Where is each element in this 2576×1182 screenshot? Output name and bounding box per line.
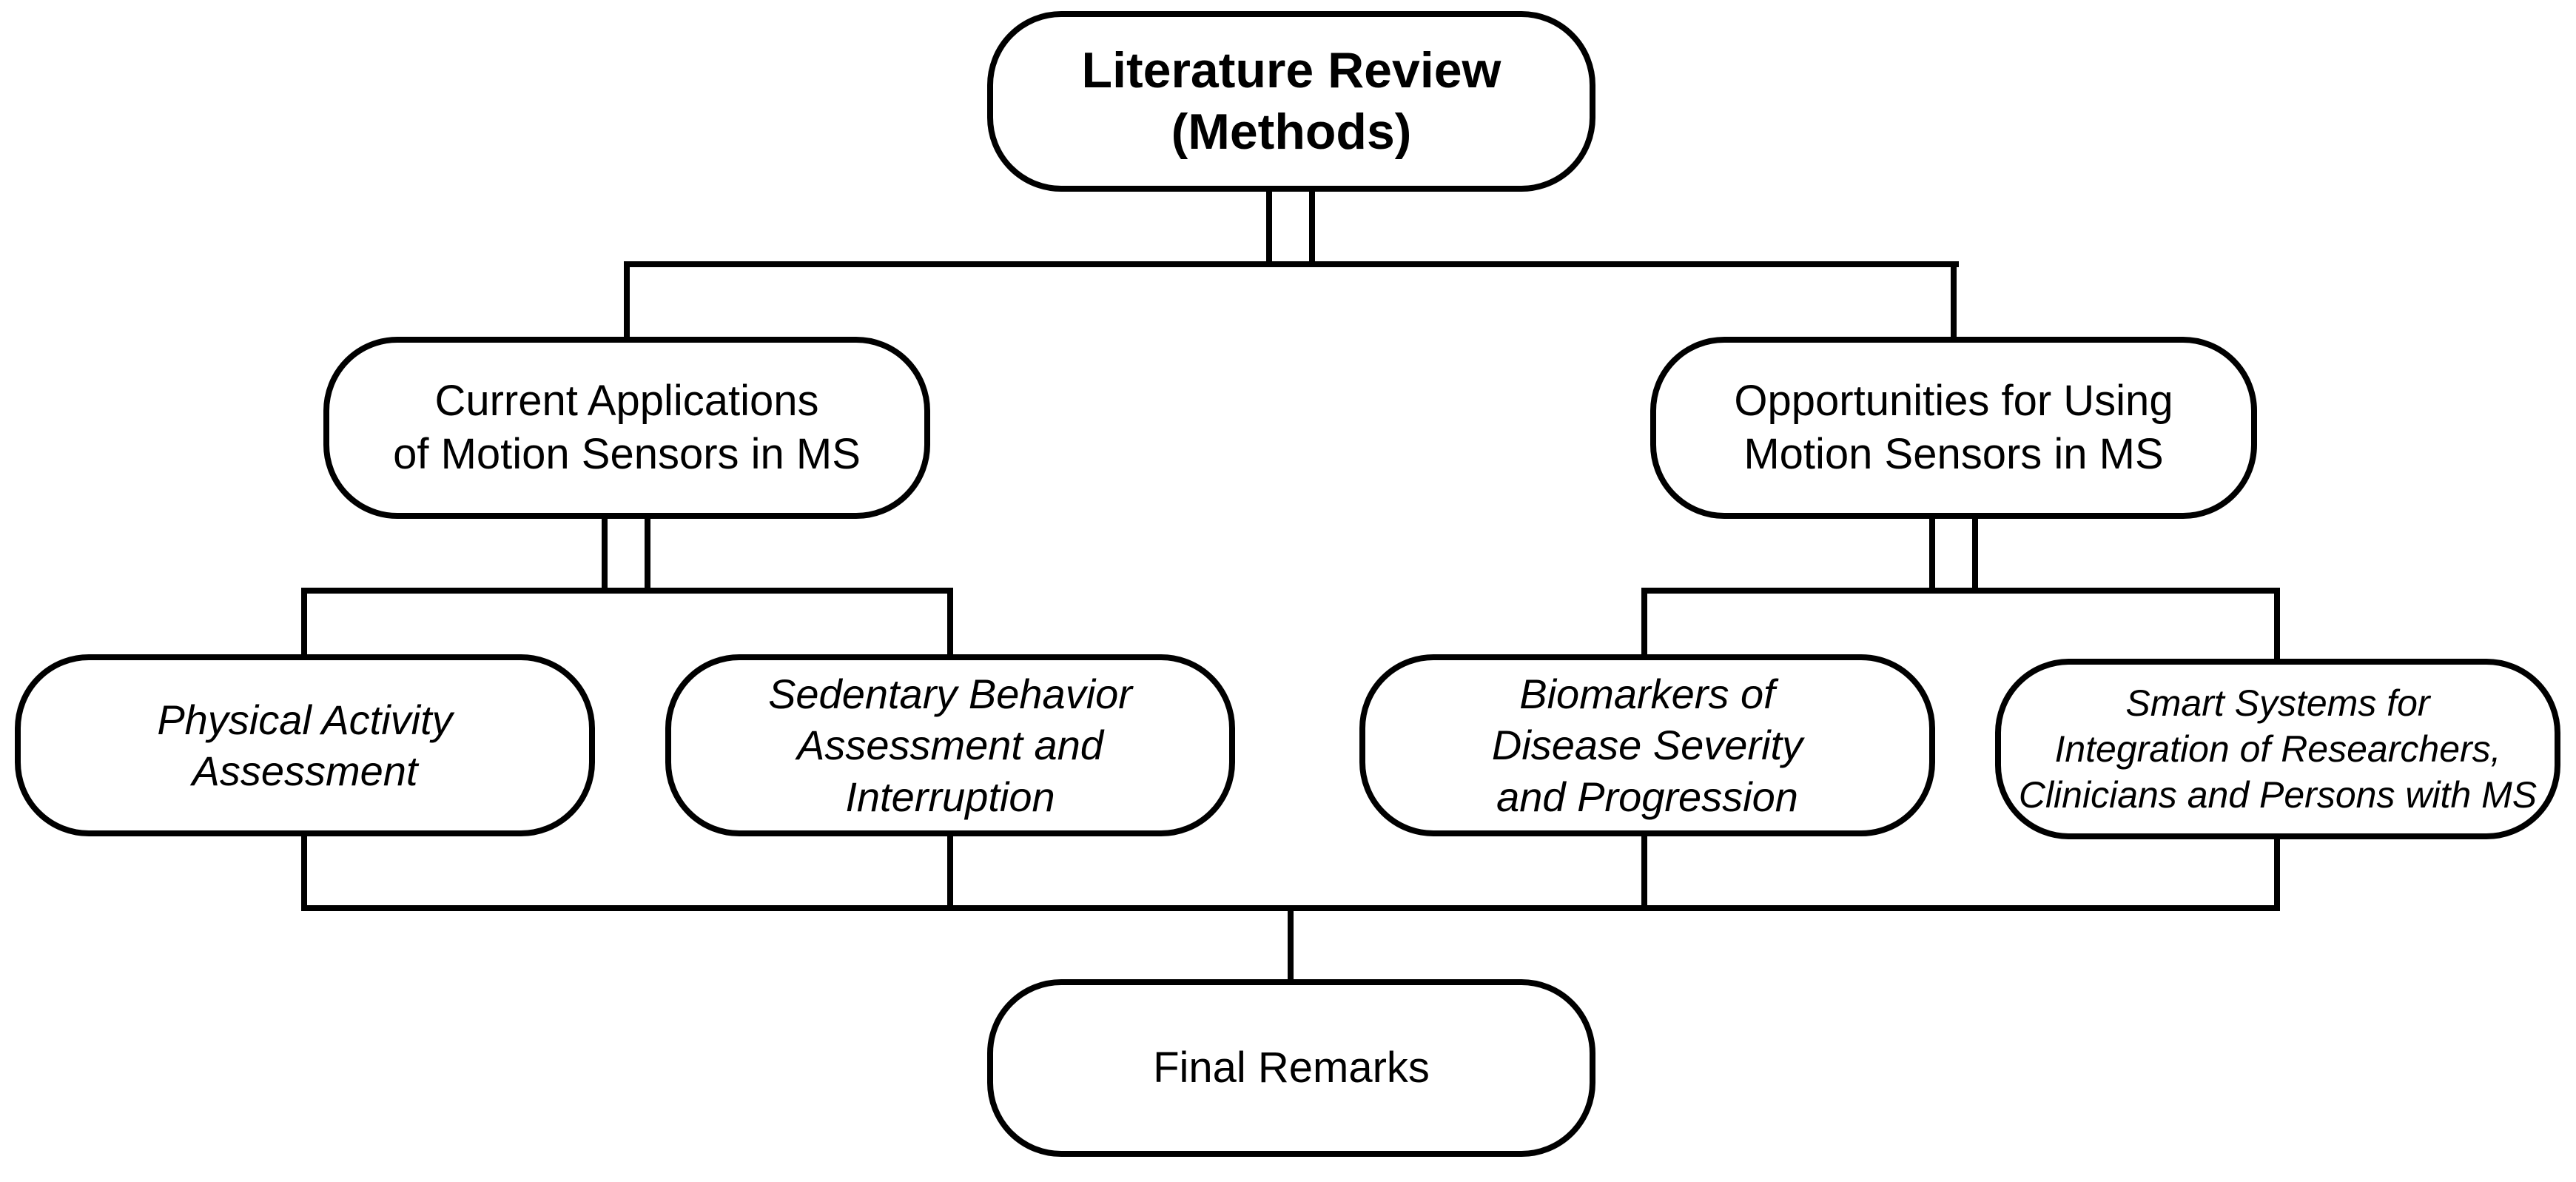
node-label: Current Applications of Motion Sensors i… xyxy=(393,377,861,478)
connector-segment xyxy=(2274,588,2280,663)
node-label: Literature Review (Methods) xyxy=(1081,42,1501,160)
node-label: Opportunities for Using Motion Sensors i… xyxy=(1734,377,2173,478)
connector-segment xyxy=(947,832,953,911)
connector-segment xyxy=(1951,261,1957,340)
node-label: Biomarkers of Disease Severity and Progr… xyxy=(1491,670,1803,820)
connector-segment xyxy=(624,261,630,340)
node-smart-systems: Smart Systems for Integration of Researc… xyxy=(1995,659,2560,839)
connector-segment xyxy=(1288,905,1294,984)
connector-segment xyxy=(1641,832,1647,911)
node-sedentary-behavior: Sedentary Behavior Assessment and Interr… xyxy=(665,654,1235,836)
connector-segment xyxy=(301,588,953,594)
node-label: Physical Activity Assessment xyxy=(157,696,453,794)
connector-segment xyxy=(1309,188,1315,267)
connector-segment xyxy=(301,588,307,659)
connector-segment xyxy=(1972,515,1978,594)
node-label: Sedentary Behavior Assessment and Interr… xyxy=(768,670,1132,820)
node-literature-review: Literature Review (Methods) xyxy=(987,11,1595,192)
connector-segment xyxy=(645,515,650,594)
connector-segment xyxy=(1641,588,1647,659)
node-label: Final Remarks xyxy=(1153,1044,1430,1092)
connector-segment xyxy=(1641,588,2280,594)
node-biomarkers: Biomarkers of Disease Severity and Progr… xyxy=(1359,654,1935,836)
connector-segment xyxy=(624,261,1959,267)
connector-segment xyxy=(602,515,608,594)
connector-segment xyxy=(1266,188,1272,267)
connector-segment xyxy=(1929,515,1935,594)
node-label: Smart Systems for Integration of Researc… xyxy=(2018,682,2538,816)
node-current-applications: Current Applications of Motion Sensors i… xyxy=(323,337,930,519)
connector-segment xyxy=(947,588,953,659)
node-final-remarks: Final Remarks xyxy=(987,979,1595,1157)
connector-segment xyxy=(2274,835,2280,911)
node-opportunities: Opportunities for Using Motion Sensors i… xyxy=(1650,337,2257,519)
node-physical-activity: Physical Activity Assessment xyxy=(15,654,595,836)
connector-segment xyxy=(301,832,307,911)
